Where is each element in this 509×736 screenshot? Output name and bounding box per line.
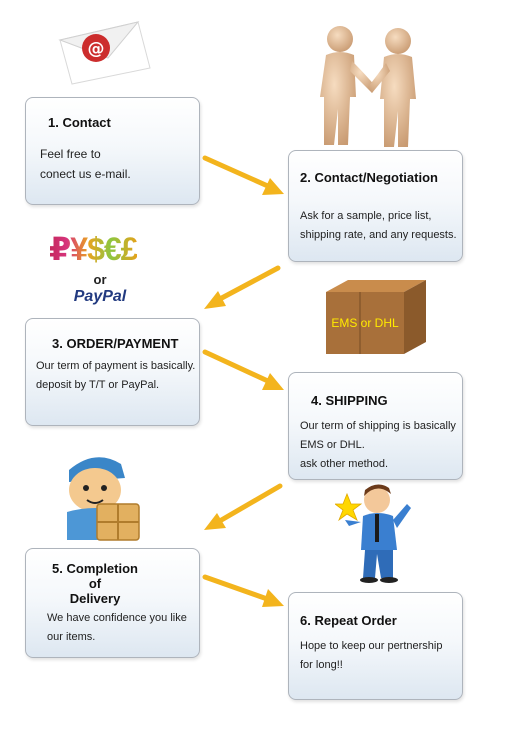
step-5-box: 5. Completion of Delivery We have confid… bbox=[25, 548, 200, 658]
arrow-step1-to-step2 bbox=[202, 155, 284, 195]
step-4-body: Our term of shipping is basically EMS or… bbox=[300, 420, 456, 470]
step-4-number: 4. bbox=[311, 393, 322, 408]
step-6-body: Hope to keep our pertnership for long!! bbox=[300, 640, 443, 671]
box-label: EMS or DHL bbox=[331, 316, 399, 330]
businessman-image bbox=[333, 482, 425, 584]
step-4-heading: SHIPPING bbox=[325, 393, 388, 408]
step-5-number: 5. bbox=[52, 561, 63, 576]
delivery-mascot-image bbox=[55, 448, 150, 546]
step-3-body: Our term of payment is basically. deposi… bbox=[36, 360, 196, 391]
arrow-step3-to-step4 bbox=[202, 349, 284, 390]
step-4-box: 4. SHIPPING Our term of shipping is basi… bbox=[288, 372, 463, 480]
step-4-title: 4. SHIPPING bbox=[311, 393, 388, 408]
arrow-step2-to-step3 bbox=[204, 265, 281, 309]
email-envelope-icon: @ bbox=[58, 20, 153, 86]
step-5-body: We have confidence you like our items. bbox=[47, 612, 187, 643]
step-2-body: Ask for a sample, price list, shipping r… bbox=[300, 210, 457, 241]
step-6-title: 6. Repeat Order bbox=[300, 613, 397, 628]
step-2-box: 2. Contact/Negotiation Ask for a sample,… bbox=[288, 150, 463, 262]
step-1-box: 1. Contact Feel free to conect us e-mail… bbox=[25, 97, 200, 205]
step-5-title: 5. Completion of Delivery bbox=[36, 561, 154, 606]
handshake-figures-image bbox=[310, 25, 430, 150]
step-5-heading-line-1: Completion bbox=[66, 561, 138, 576]
currency-or-text: or bbox=[93, 272, 107, 287]
step-2-heading: Contact/Negotiation bbox=[314, 170, 438, 185]
step-1-body: Feel free to conect us e-mail. bbox=[40, 147, 131, 181]
step-1-heading: Contact bbox=[62, 115, 111, 130]
step-2-title: 2. Contact/Negotiation bbox=[300, 170, 438, 185]
step-5-heading-line-3: Delivery bbox=[69, 591, 121, 606]
step-3-heading: ORDER/PAYMENT bbox=[66, 336, 179, 351]
shipping-box-image: EMS or DHL bbox=[318, 278, 430, 358]
currency-paypal-image: ₽¥$€£ or PayPal bbox=[45, 230, 175, 310]
step-5-heading-line-2: of bbox=[88, 576, 102, 591]
step-3-number: 3. bbox=[52, 336, 63, 351]
step-6-number: 6. bbox=[300, 613, 311, 628]
paypal-logo: PayPal bbox=[73, 288, 127, 305]
step-1-title: 1. Contact bbox=[48, 115, 111, 130]
step-1-number: 1. bbox=[48, 115, 59, 130]
arrow-step4-to-step5 bbox=[204, 483, 283, 530]
step-2-number: 2. bbox=[300, 170, 311, 185]
step-3-box: 3. ORDER/PAYMENT Our term of payment is … bbox=[25, 318, 200, 426]
arrow-step5-to-step6 bbox=[202, 574, 284, 607]
step-6-box: 6. Repeat Order Hope to keep our pertner… bbox=[288, 592, 463, 700]
currency-symbols: ₽¥$€£ bbox=[49, 231, 138, 267]
step-3-title: 3. ORDER/PAYMENT bbox=[52, 336, 178, 351]
email-at-glyph: @ bbox=[88, 39, 105, 59]
step-6-heading: Repeat Order bbox=[314, 613, 397, 628]
